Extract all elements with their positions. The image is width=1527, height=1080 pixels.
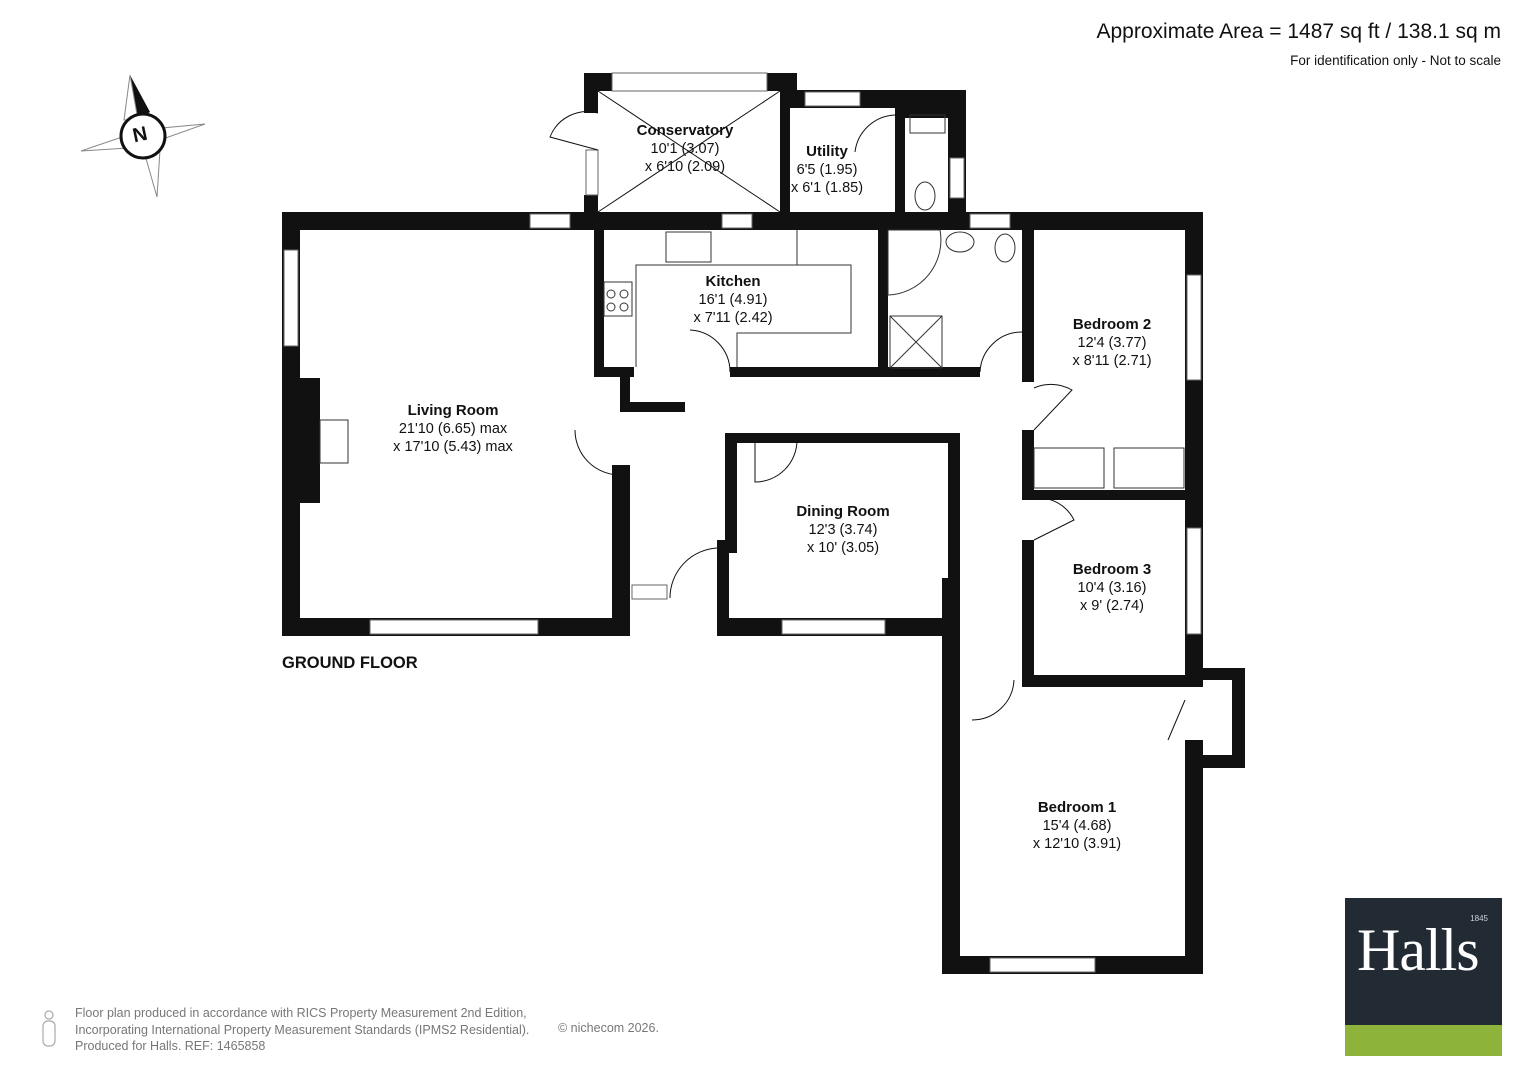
room-dim: x 12'10 (3.91) (1032, 836, 1122, 852)
room-bedroom-1: Bedroom 1 15'4 (4.68) x 12'10 (3.91) (1033, 799, 1121, 853)
room-dim: 6'5 (1.95) (796, 162, 858, 178)
floor-label: GROUND FLOOR (282, 654, 418, 672)
footer-text: Floor plan produced in accordance with R… (75, 1005, 529, 1055)
room-dim: x 8'11 (2.71) (1072, 353, 1152, 369)
compass-rose (80, 74, 206, 198)
room-dim: x 17'10 (5.43) max (393, 439, 513, 455)
room-name: Bedroom 1 (1037, 799, 1117, 816)
room-name: Dining Room (796, 503, 890, 520)
room-dim: 12'3 (3.74) (808, 522, 878, 538)
logo-word: Halls (1357, 917, 1480, 983)
footer-line: Floor plan produced in accordance with R… (75, 1006, 527, 1020)
room-dim: x 7'11 (2.42) (693, 310, 773, 326)
room-dim: 10'1 (3.07) (650, 141, 720, 157)
room-name: Living Room (407, 402, 499, 419)
footer-line: Incorporating International Property Mea… (75, 1022, 530, 1037)
approximate-area: Approximate Area = 1487 sq ft / 138.1 sq… (1096, 20, 1502, 43)
logo-year: 1845 (1470, 914, 1488, 923)
doors (549, 90, 1186, 741)
windows (283, 72, 1202, 973)
room-name: Bedroom 2 (1072, 316, 1152, 333)
room-name: Bedroom 3 (1072, 561, 1152, 578)
identification-note: For identification only - Not to scale (1290, 53, 1501, 68)
room-dim: 21'10 (6.65) max (398, 421, 508, 437)
room-living: Living Room 21'10 (6.65) max x 17'10 (5.… (393, 402, 513, 456)
room-dim: 15'4 (4.68) (1042, 818, 1112, 834)
room-name: Kitchen (705, 273, 761, 290)
room-bedroom-2: Bedroom 2 12'4 (3.77) x 8'11 (2.71) (1072, 316, 1151, 370)
room-utility: Utility 6'5 (1.95) x 6'1 (1.85) (791, 143, 863, 197)
room-kitchen: Kitchen 16'1 (4.91) x 7'11 (2.42) (693, 273, 772, 327)
room-name: Utility (806, 143, 848, 160)
room-name: Conservatory (636, 122, 734, 139)
room-dim: x 10' (3.05) (806, 540, 880, 556)
room-conservatory: Conservatory 10'1 (3.07) x 6'10 (2.09) (637, 122, 734, 176)
room-bedroom-3: Bedroom 3 10'4 (3.16) x 9' (2.74) (1073, 561, 1151, 615)
room-dim: x 6'1 (1.85) (790, 180, 864, 196)
person-icon (42, 1010, 56, 1047)
room-dim: 16'1 (4.91) (698, 292, 768, 308)
logo-band (1345, 1025, 1502, 1056)
room-dining: Dining Room 12'3 (3.74) x 10' (3.05) (796, 503, 889, 557)
room-dim: x 6'10 (2.09) (644, 159, 726, 175)
fixtures (319, 114, 1185, 489)
room-dim: 12'4 (3.77) (1077, 335, 1147, 351)
copyright: © nichecom 2026. (558, 1021, 659, 1035)
room-dim: 10'4 (3.16) (1077, 580, 1147, 596)
halls-logo: Halls 1845 (1345, 898, 1502, 1056)
room-dim: x 9' (2.74) (1079, 598, 1145, 614)
footer-line: Produced for Halls. REF: 1465858 (75, 1039, 266, 1053)
